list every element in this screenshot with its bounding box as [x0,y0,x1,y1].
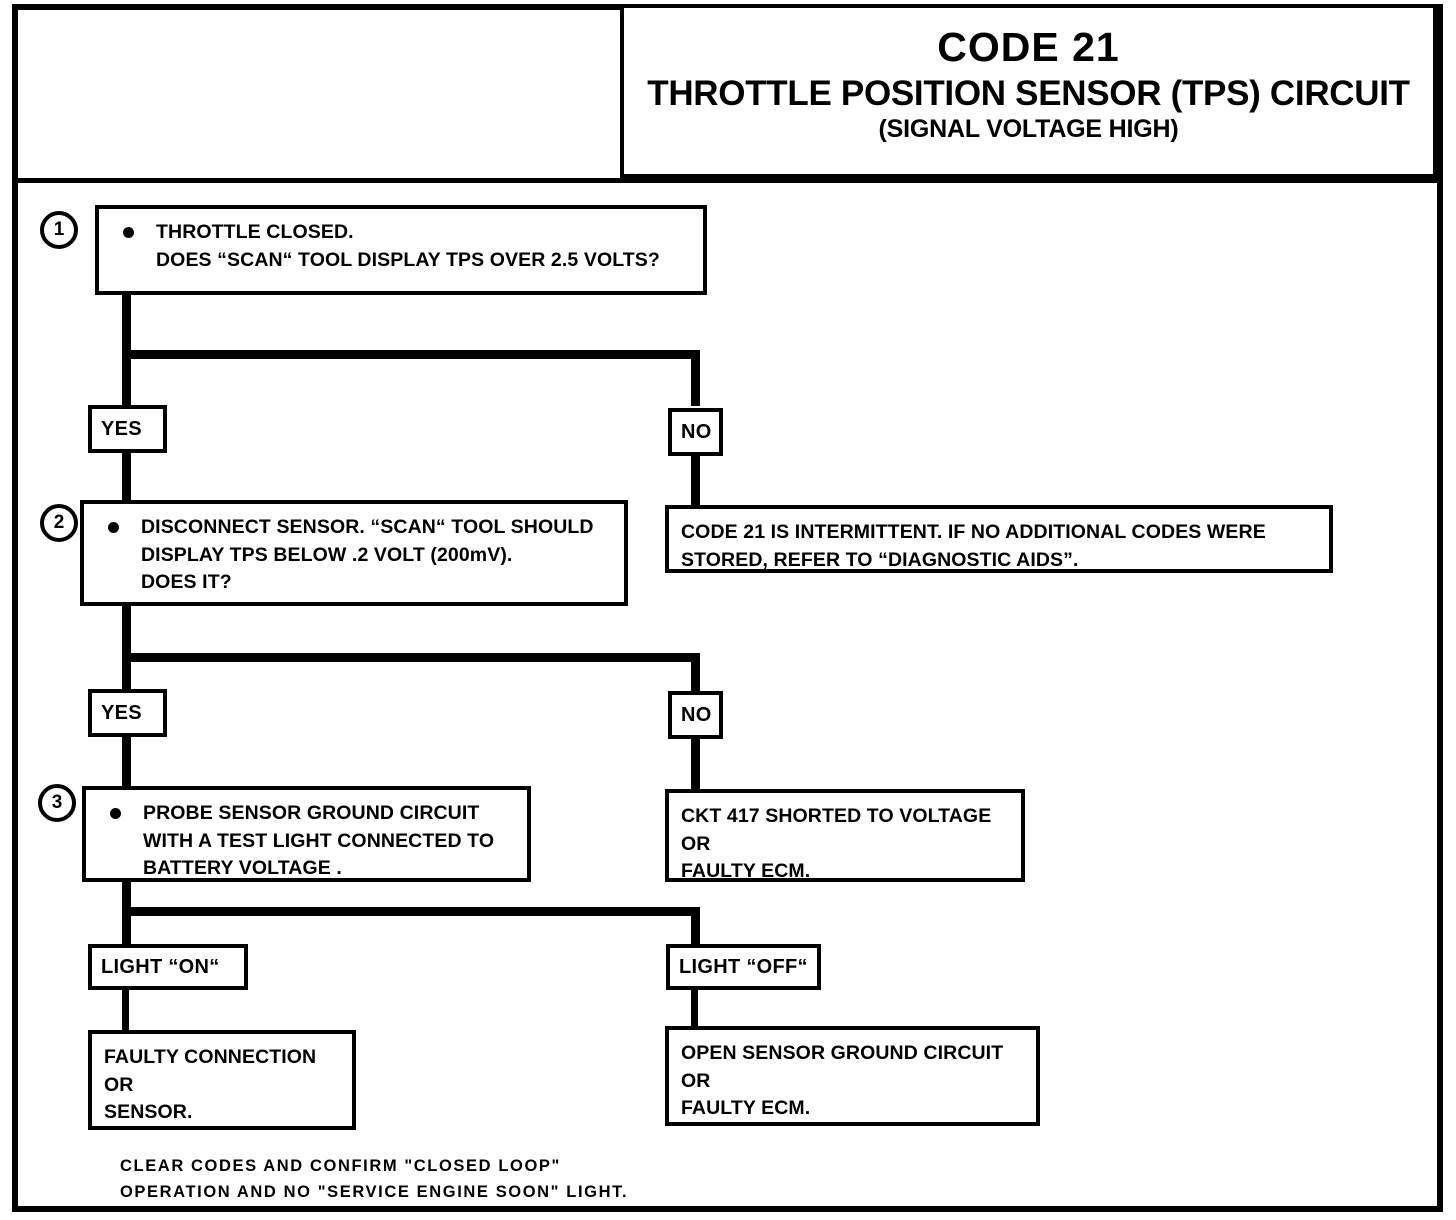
branch-label-no-2-text: NO [681,703,712,726]
branch-label-no-1: NO [668,408,723,456]
result-intermittent-text: CODE 21 IS INTERMITTENT. IF NO ADDITIONA… [681,521,1266,571]
connector-step3-off-drop [691,907,700,945]
step-number-2: 2 [40,504,78,542]
bullet-icon [110,808,121,819]
connector-step1-bus [122,350,700,359]
title-block: CODE 21 THROTTLE POSITION SENSOR (TPS) C… [620,4,1437,178]
step-1-text: THROTTLE CLOSED. DOES “SCAN“ TOOL DISPLA… [156,221,660,271]
connector-step2-yes-drop [122,653,131,691]
header-divider-rule [12,178,1443,183]
branch-label-light-off: LIGHT “OFF“ [666,944,821,990]
page-border-bottom [12,1206,1443,1212]
connector-step2-stub [122,606,131,662]
page-border-top [12,4,621,10]
result-open-ground-text: OPEN SENSOR GROUND CIRCUIT OR FAULTY ECM… [681,1042,1004,1120]
bullet-icon [108,522,119,533]
connector-lightoff-to-open [691,989,698,1032]
connector-step1-no-drop [691,350,700,406]
step-2-box: DISCONNECT SENSOR. “SCAN“ TOOL SHOULD DI… [80,500,628,606]
title-subtitle: (SIGNAL VOLTAGE HIGH) [878,114,1179,143]
branch-label-yes-1-text: YES [101,417,142,440]
step-1-box: THROTTLE CLOSED. DOES “SCAN“ TOOL DISPLA… [95,205,707,295]
branch-label-yes-2-text: YES [101,701,142,724]
branch-label-light-on: LIGHT “ON“ [88,944,248,990]
branch-label-yes-1: YES [88,405,167,453]
connector-step2-bus [122,653,700,662]
result-faulty-connection-box: FAULTY CONNECTION OR SENSOR. [88,1030,356,1130]
connector-step1-stub [122,295,131,359]
result-ckt417-text: CKT 417 SHORTED TO VOLTAGE OR FAULTY ECM… [681,805,992,883]
connector-lighton-to-faulty [122,989,129,1032]
result-open-ground-box: OPEN SENSOR GROUND CIRCUIT OR FAULTY ECM… [665,1026,1040,1126]
result-faulty-connection-text: FAULTY CONNECTION OR SENSOR. [104,1046,317,1124]
footer-note: CLEAR CODES AND CONFIRM "CLOSED LOOP" OP… [120,1157,629,1201]
connector-yes2-to-step3 [122,736,131,789]
connector-step2-no-drop [691,653,700,691]
step-3-box: PROBE SENSOR GROUND CIRCUIT WITH A TEST … [82,786,531,882]
branch-label-light-off-text: LIGHT “OFF“ [679,955,808,978]
connector-step3-bus [122,907,700,916]
result-ckt417-box: CKT 417 SHORTED TO VOLTAGE OR FAULTY ECM… [665,789,1025,882]
connector-no1-to-intermittent [691,455,700,505]
page-border-right [1437,4,1443,1212]
title-code: CODE 21 [937,24,1120,70]
branch-label-no-2: NO [668,691,723,739]
connector-yes1-to-step2 [122,452,131,504]
branch-label-light-on-text: LIGHT “ON“ [101,955,220,978]
step-3-text: PROBE SENSOR GROUND CIRCUIT WITH A TEST … [143,802,495,880]
branch-label-no-1-text: NO [681,420,712,443]
connector-no2-to-ckt417 [691,738,700,790]
connector-step3-on-drop [122,907,131,945]
bullet-icon [123,227,134,238]
step-number-3: 3 [38,784,76,822]
title-main: THROTTLE POSITION SENSOR (TPS) CIRCUIT [647,74,1410,114]
step-2-text: DISCONNECT SENSOR. “SCAN“ TOOL SHOULD DI… [141,516,594,594]
branch-label-yes-2: YES [88,689,167,737]
page-border-left [12,4,18,1212]
connector-step1-yes-drop [122,350,131,406]
result-intermittent-box: CODE 21 IS INTERMITTENT. IF NO ADDITIONA… [665,505,1333,573]
connector-step3-stub [122,882,131,912]
step-number-1: 1 [40,211,78,249]
